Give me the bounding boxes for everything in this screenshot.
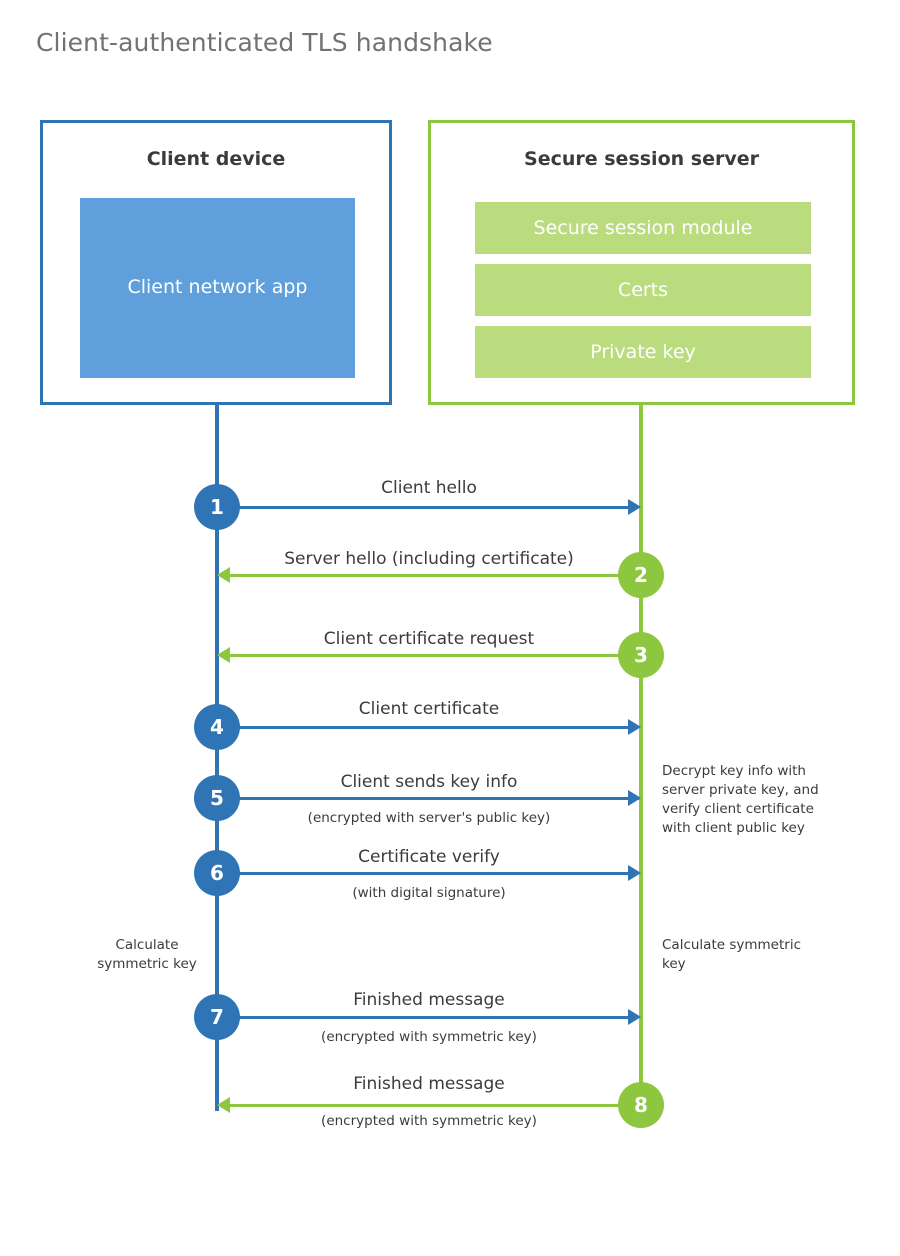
step-5-arrow-line [217,797,639,800]
step-5-arrow-head-icon [628,790,641,806]
step-7-circle[interactable]: 7 [194,994,240,1040]
step-3-label: Client certificate request [323,629,535,649]
step-7-arrow-line [217,1016,628,1019]
step-8-label: Finished message [353,1074,505,1094]
page-title: Client-authenticated TLS handshake [36,28,493,57]
step-4-label: Client certificate [358,699,500,719]
step-4-circle[interactable]: 4 [194,704,240,750]
step-6-arrow-line [217,872,628,875]
step-6-arrow-head-icon [628,865,641,881]
step-3-arrow-head-icon [217,647,230,663]
client-lifeline [215,405,219,1111]
step-4-arrow-line [217,726,628,729]
step-6-sublabel: (with digital signature) [352,885,506,901]
step-8-arrow-line [230,1104,628,1107]
step-2-arrow-head-icon [217,567,230,583]
server-block-certs: Certs [475,264,811,316]
step-7-sublabel: (encrypted with symmetric key) [321,1029,537,1045]
secure-session-server-title: Secure session server [524,148,759,170]
step-4-arrow-head-icon [628,719,641,735]
step-8-circle[interactable]: 8 [618,1082,664,1128]
step-7-arrow-head-icon [628,1009,641,1025]
step-8-arrow-head-icon [217,1097,230,1113]
step-5-circle[interactable]: 5 [194,775,240,821]
step-7-label: Finished message [353,990,505,1010]
step-5-label: Client sends key info [340,772,518,792]
step-6-circle[interactable]: 6 [194,850,240,896]
client-device-box: Client device Client network app [40,120,392,405]
server-decrypt-annotation: Decrypt key info with server private key… [662,763,819,837]
step-3-arrow-line [230,654,628,657]
step-1-circle[interactable]: 1 [194,484,240,530]
step-2-arrow-line [230,574,628,577]
step-1-arrow-line [217,506,628,509]
step-5-sublabel: (encrypted with server's public key) [307,810,551,826]
server-calculate-symmetric-key-annotation: Calculate symmetric key [662,937,801,973]
client-device-title: Client device [146,148,286,170]
server-block-secure-session-module: Secure session module [475,202,811,254]
step-6-label: Certificate verify [358,847,500,867]
client-network-app-block: Client network app [80,198,355,378]
step-8-sublabel: (encrypted with symmetric key) [321,1113,537,1129]
step-1-arrow-head-icon [628,499,641,515]
server-block-private-key: Private key [475,326,811,378]
secure-session-server-box: Secure session server Secure session mod… [428,120,855,405]
server-lifeline [639,405,643,1105]
step-2-label: Server hello (including certificate) [284,549,574,569]
step-2-circle[interactable]: 2 [618,552,664,598]
step-1-label: Client hello [381,478,477,498]
client-calculate-symmetric-key-annotation: Calculate symmetric key [97,937,197,973]
step-3-circle[interactable]: 3 [618,632,664,678]
